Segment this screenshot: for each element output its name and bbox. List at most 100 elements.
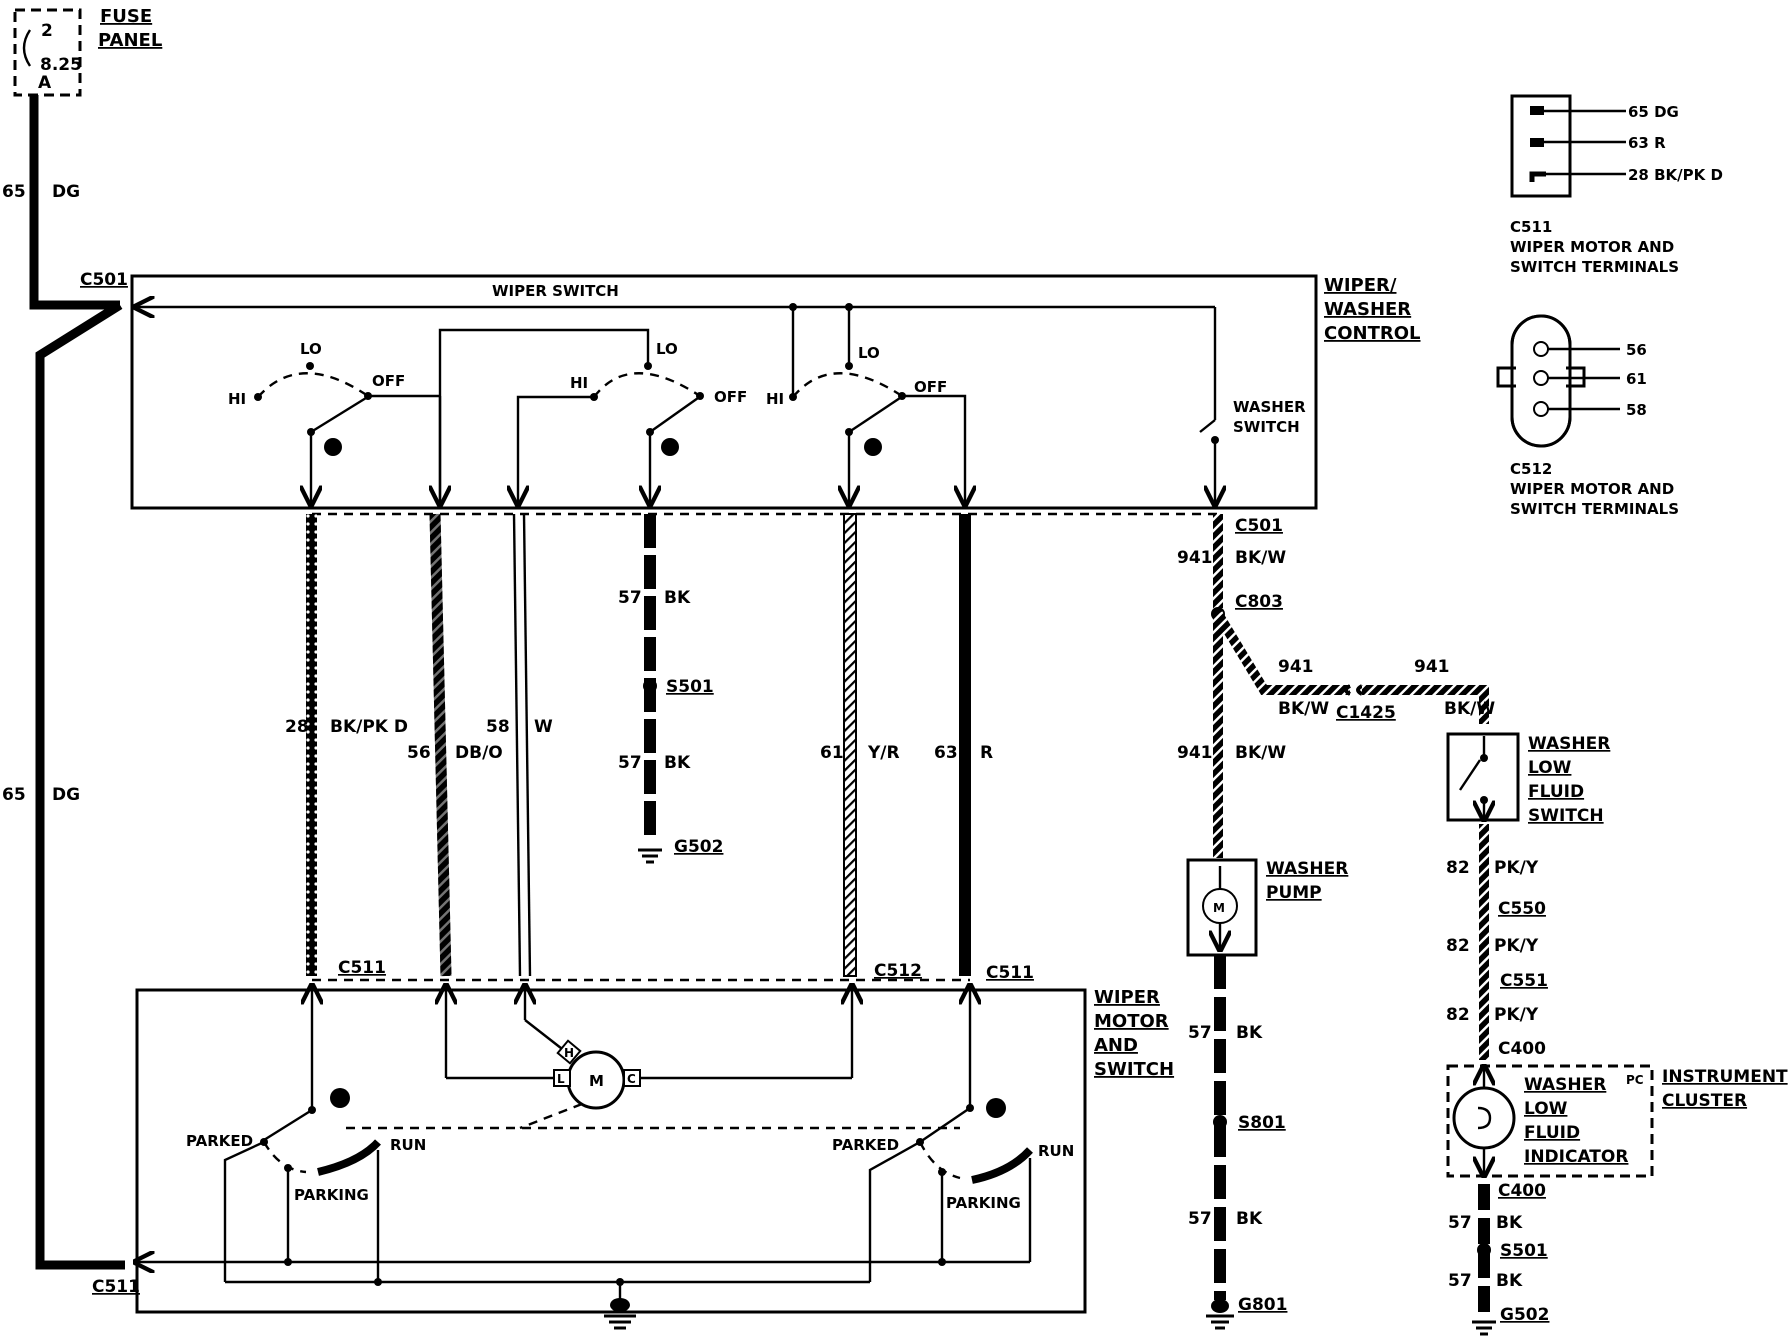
svg-text:BK/W: BK/W <box>1278 699 1329 719</box>
svg-text:LO: LO <box>300 340 322 358</box>
svg-text:PARKED: PARKED <box>186 1132 253 1150</box>
ground-g801 <box>1206 1299 1234 1330</box>
wiper-washer-control-title-3: CONTROL <box>1324 323 1421 344</box>
svg-text:LO: LO <box>858 344 880 362</box>
svg-text:HI: HI <box>766 390 784 408</box>
svg-text:BK: BK <box>664 753 691 773</box>
wire-dg-label-upper: DG <box>52 182 80 202</box>
svg-text:57: 57 <box>1188 1023 1212 1043</box>
ground-g502-label: G502 <box>674 837 723 857</box>
svg-text:61: 61 <box>820 743 844 763</box>
svg-text:BK/W: BK/W <box>1444 699 1495 719</box>
wiper-washer-control: WIPER SWITCH WIPER/ WASHER CONTROL HI LO… <box>130 274 1421 516</box>
wire-28 <box>306 514 317 976</box>
wiper-motor: M L C H <box>446 1019 852 1130</box>
wiper-motor-and-switch: WIPER MOTOR AND SWITCH M L C H 1 <box>135 985 1174 1330</box>
svg-text:PC: PC <box>1626 1073 1644 1087</box>
svg-text:941: 941 <box>1177 743 1213 763</box>
svg-text:63: 63 <box>934 743 958 763</box>
svg-text:WIPER MOTOR AND: WIPER MOTOR AND <box>1510 480 1674 498</box>
svg-text:PK/Y: PK/Y <box>1494 1005 1539 1025</box>
splice-s801-label: S801 <box>1238 1113 1286 1133</box>
fuse-number-label: 2 <box>41 21 53 41</box>
connector-c511-label-b: C511 <box>986 963 1034 983</box>
svg-text:MOTOR: MOTOR <box>1094 1011 1169 1032</box>
svg-text:57: 57 <box>618 588 642 608</box>
svg-text:B: B <box>665 441 674 455</box>
svg-text:WASHER: WASHER <box>1528 734 1610 754</box>
svg-text:SWITCH: SWITCH <box>1233 418 1300 436</box>
switch-b: HI LO OFF B <box>518 340 747 505</box>
svg-text:SWITCH: SWITCH <box>1528 806 1604 826</box>
svg-text:RUN: RUN <box>390 1136 426 1154</box>
svg-text:OFF: OFF <box>914 378 947 396</box>
washer-pump-circuit: C501 941 BK/W C803 941 BK/W C1425 941 BK… <box>1177 514 1495 1330</box>
svg-text:DB/O: DB/O <box>455 743 503 763</box>
svg-text:OFF: OFF <box>372 372 405 390</box>
svg-text:LOW: LOW <box>1524 1099 1568 1119</box>
svg-text:C: C <box>627 1072 636 1086</box>
connector-c550-label: C550 <box>1498 899 1546 919</box>
c512-terminal-view: 56 61 58 C512 WIPER MOTOR AND SWITCH TER… <box>1496 314 1679 518</box>
fuse-panel-title-1: FUSE <box>100 6 152 27</box>
washer-low-fluid-circuit: WASHER LOW FLUID SWITCH 82 PK/Y C550 82 … <box>1446 732 1788 1336</box>
connector-c501-label: C501 <box>80 270 128 290</box>
connector-c551-label: C551 <box>1500 971 1548 991</box>
svg-text:SWITCH: SWITCH <box>1094 1059 1174 1080</box>
svg-text:57: 57 <box>618 753 642 773</box>
wire-65-label-lower: 65 <box>2 785 26 805</box>
connector-c400-label-a: C400 <box>1498 1039 1546 1059</box>
svg-text:SWITCH TERMINALS: SWITCH TERMINALS <box>1510 258 1679 276</box>
svg-text:LOW: LOW <box>1528 758 1572 778</box>
switch-a: HI LO OFF A <box>228 340 440 505</box>
ground-g502-left <box>638 848 662 864</box>
svg-text:57: 57 <box>1448 1213 1472 1233</box>
svg-text:WASHER: WASHER <box>1233 398 1306 416</box>
svg-text:WIPER: WIPER <box>1094 987 1160 1008</box>
svg-text:2: 2 <box>991 1103 999 1117</box>
svg-text:58: 58 <box>486 717 510 737</box>
park-switch-1: 1 PARKED RUN PARKING <box>186 1088 426 1282</box>
svg-text:SWITCH TERMINALS: SWITCH TERMINALS <box>1510 500 1679 518</box>
connector-c803-label: C803 <box>1235 592 1283 612</box>
svg-text:1: 1 <box>335 1093 343 1107</box>
harness-wires: 28 BK/PK D 56 DB/O 58 W 57 BK S501 57 BK… <box>285 513 1034 983</box>
svg-text:BK: BK <box>1496 1271 1523 1291</box>
svg-text:LO: LO <box>656 340 678 358</box>
svg-text:63 R: 63 R <box>1628 134 1666 152</box>
svg-text:H: H <box>564 1046 574 1060</box>
svg-text:28 BK/PK D: 28 BK/PK D <box>1628 166 1723 184</box>
svg-text:BK: BK <box>1236 1209 1263 1229</box>
svg-text:82: 82 <box>1446 858 1470 878</box>
svg-text:56: 56 <box>1626 341 1647 359</box>
splice-s501-label: S501 <box>666 677 714 697</box>
svg-text:R: R <box>980 743 993 763</box>
svg-text:28: 28 <box>285 717 309 737</box>
svg-text:INDICATOR: INDICATOR <box>1524 1147 1628 1167</box>
svg-text:PARKED: PARKED <box>832 1136 899 1154</box>
washer-pump: M WASHER PUMP <box>1186 858 1348 957</box>
svg-text:56: 56 <box>407 743 431 763</box>
svg-text:82: 82 <box>1446 1005 1470 1025</box>
ground-g801-label: G801 <box>1238 1295 1287 1315</box>
svg-text:PK/Y: PK/Y <box>1494 858 1539 878</box>
wire-65-dg-feed: 65 DG 65 DG C501 C511 <box>2 95 140 1297</box>
svg-text:BK/W: BK/W <box>1235 548 1286 568</box>
svg-text:FLUID: FLUID <box>1528 782 1584 802</box>
svg-text:A: A <box>328 441 338 455</box>
svg-text:PARKING: PARKING <box>294 1186 369 1204</box>
connector-c501-right-label: C501 <box>1235 516 1283 536</box>
svg-text:RUN: RUN <box>1038 1142 1074 1160</box>
svg-text:C512: C512 <box>1510 460 1552 478</box>
connector-c400-label-b: C400 <box>1498 1181 1546 1201</box>
svg-text:65 DG: 65 DG <box>1628 103 1679 121</box>
svg-text:INSTRUMENT: INSTRUMENT <box>1662 1067 1788 1087</box>
park-switch-2: 2 PARKED RUN PARKING <box>832 1098 1074 1282</box>
svg-text:Y/R: Y/R <box>867 743 900 763</box>
svg-text:BK/PK D: BK/PK D <box>330 717 408 737</box>
svg-text:W: W <box>534 717 553 737</box>
svg-text:M: M <box>1213 901 1225 915</box>
wiper-washer-control-title-1: WIPER/ <box>1324 275 1397 296</box>
c511-terminal-view: 65 DG 63 R 28 BK/PK D C511 WIPER MOTOR A… <box>1510 94 1723 276</box>
